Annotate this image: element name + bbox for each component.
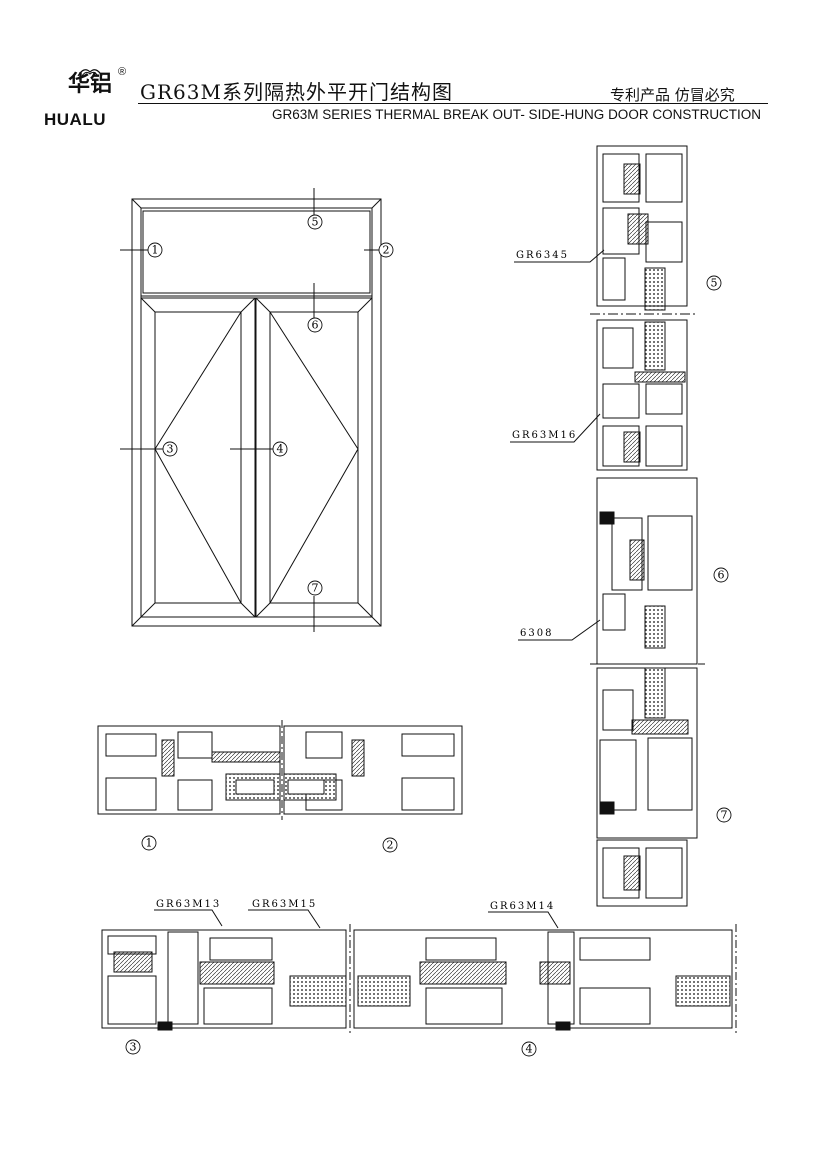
elevation-callout-numbers: 1 2 3 4 5 6 7 [152, 216, 390, 595]
profile-label-gr6345: GR6345 [516, 250, 569, 261]
callout-3: 3 [167, 443, 174, 456]
patent-notice: 专利产品 仿冒必究 [610, 86, 735, 104]
logo [60, 68, 120, 102]
callout-4: 4 [277, 443, 284, 456]
logo-en: HUALU [44, 110, 106, 129]
callout-4-section: 4 [526, 1043, 533, 1056]
profile-label-gr63m13: GR63M13 [156, 899, 221, 910]
logo-cn: 华铝 [67, 72, 112, 97]
header-rule [138, 103, 768, 104]
bottom-section-texts: GR63M13 GR63M15 GR63M14 [156, 899, 555, 912]
profile-label-gr63m14: GR63M14 [490, 901, 555, 912]
elevation-callouts [147, 214, 394, 596]
callout-7-section: 7 [721, 809, 728, 822]
top-section-callout-numbers: 1 2 [146, 837, 394, 852]
logo-registered-mark: ® [118, 66, 127, 78]
bottom-section-callout-numbers: 3 4 [130, 1041, 533, 1056]
page-subtitle: GR63M SERIES THERMAL BREAK OUT- SIDE-HUN… [272, 107, 762, 122]
callout-1-section: 1 [146, 837, 153, 850]
horizontal-section-bottom [101, 909, 737, 1036]
vertical-section [510, 145, 705, 907]
callout-1: 1 [152, 244, 159, 257]
callout-3-section: 3 [130, 1041, 137, 1054]
vertical-section-texts: GR6345 GR63M16 6308 [512, 250, 577, 639]
callout-6-section: 6 [718, 569, 725, 582]
profile-label-6308: 6308 [520, 628, 553, 639]
callout-2-section: 2 [387, 839, 394, 852]
callout-7: 7 [312, 582, 319, 595]
profile-label-gr63m16: GR63M16 [512, 430, 577, 441]
horizontal-section-top [97, 720, 463, 820]
callout-2: 2 [383, 244, 390, 257]
callout-5: 5 [312, 216, 319, 229]
logo-mark-icon [77, 69, 103, 77]
vertical-section-callout-numbers: 5 6 7 [711, 277, 728, 822]
profile-label-gr63m15: GR63M15 [252, 899, 317, 910]
door-elevation [120, 188, 392, 632]
page-title: GR63M系列隔热外平开门结构图 [140, 80, 453, 104]
callout-6: 6 [312, 319, 319, 332]
callout-5-section: 5 [711, 277, 718, 290]
section-callouts [125, 275, 732, 1057]
